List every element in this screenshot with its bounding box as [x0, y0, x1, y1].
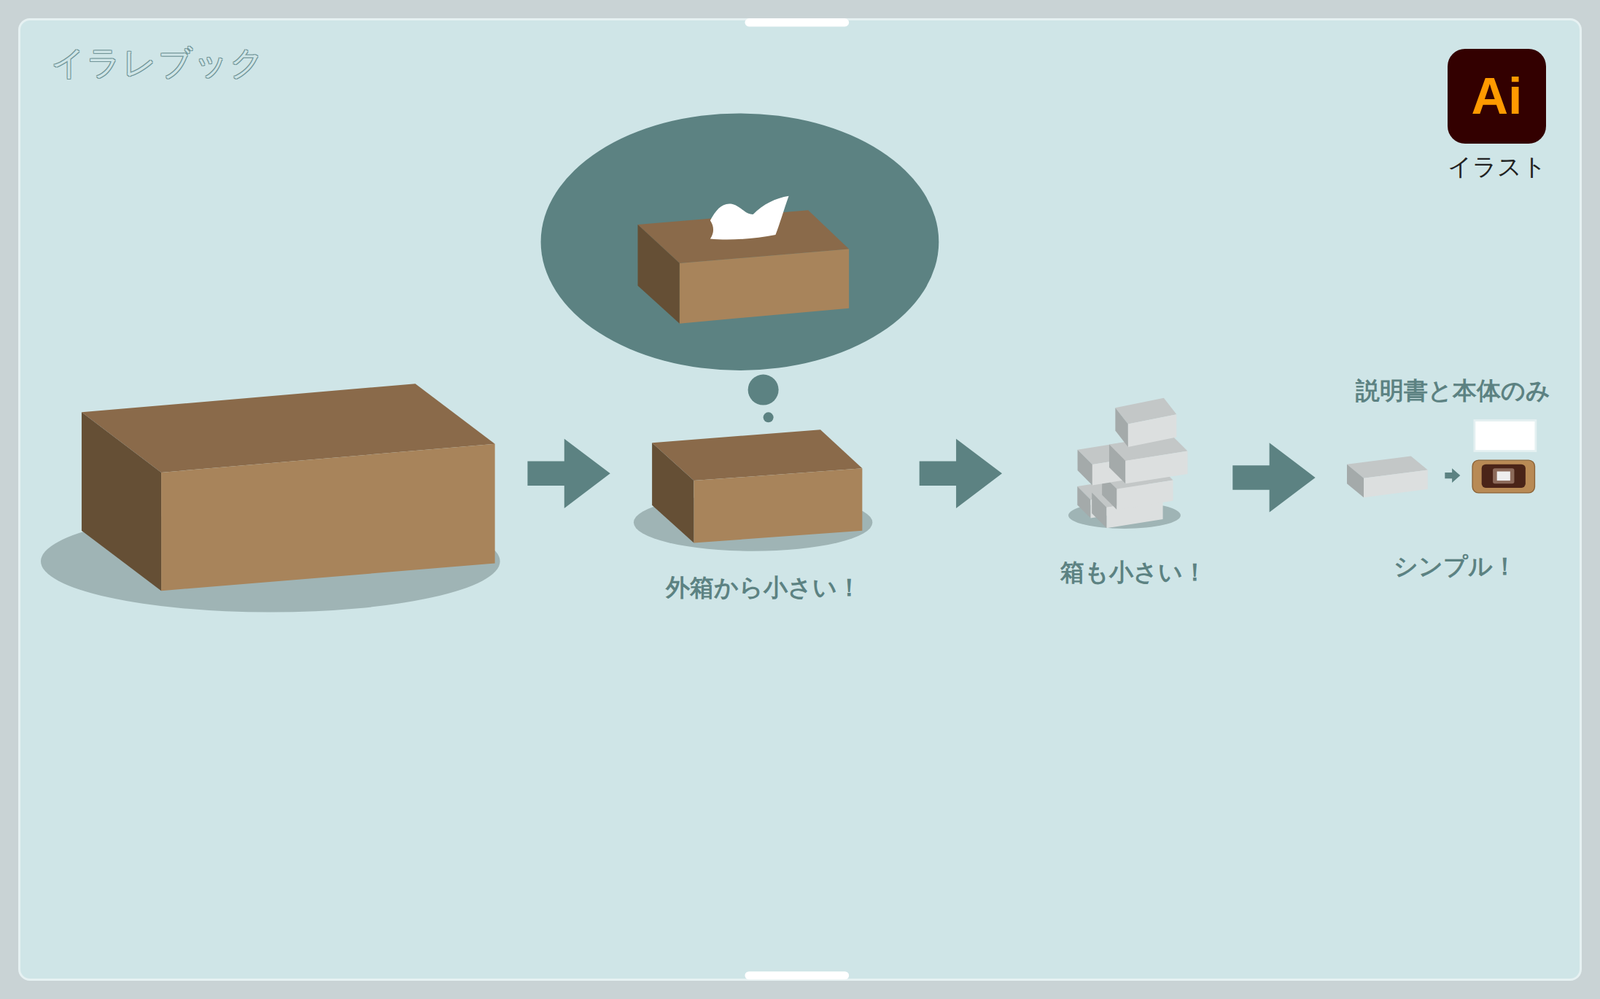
icon-tile: Ai [1447, 48, 1547, 144]
watermark: イラレブック [51, 40, 266, 87]
icon-letters: Ai [1471, 67, 1523, 126]
app-icon: Ai イラスト [1425, 48, 1568, 184]
caption-text: 説明書と本体のみ [1355, 374, 1551, 408]
caption-text: 箱も小さい！ [1060, 556, 1207, 590]
icon-caption: イラスト [1425, 150, 1568, 184]
caption-text: 外箱から小さい！ [665, 571, 862, 605]
caption-text: シンプル！ [1393, 550, 1517, 584]
